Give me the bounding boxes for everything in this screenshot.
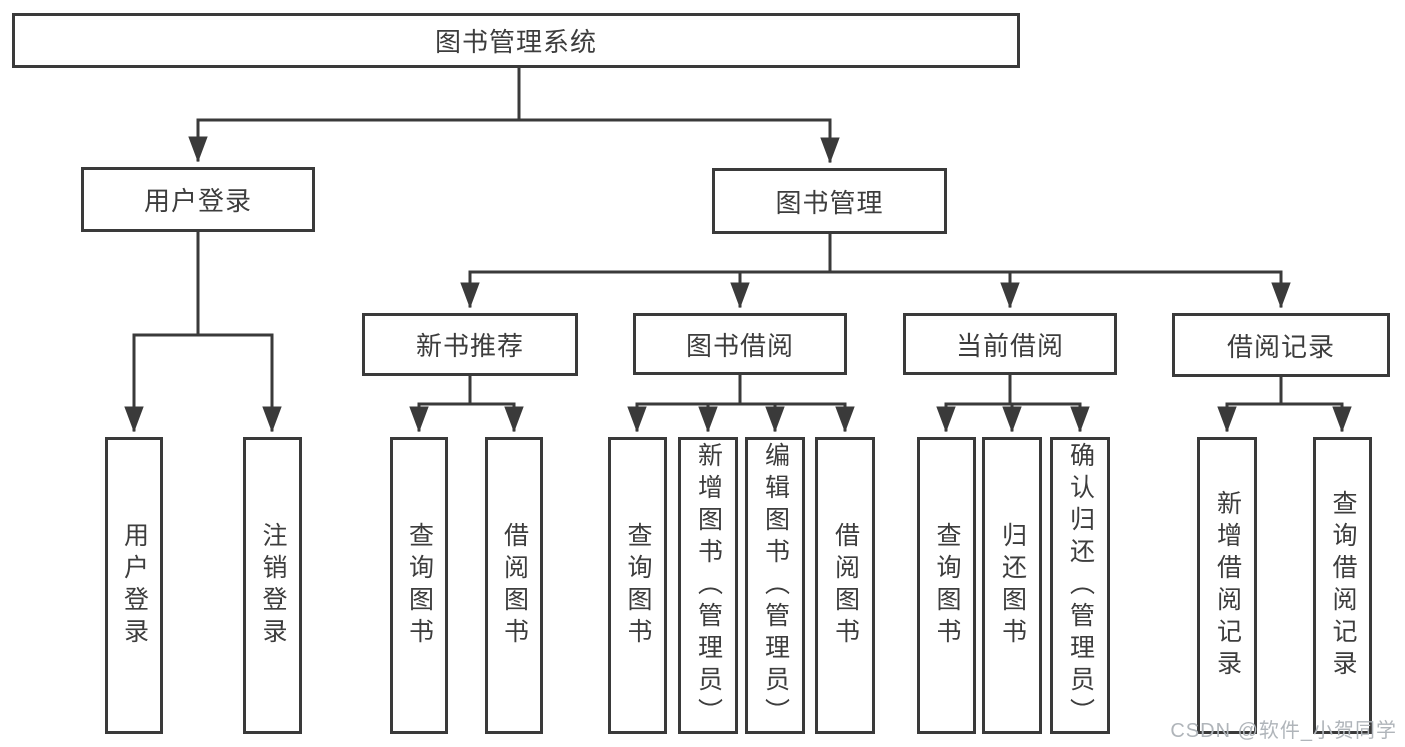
- node-root: 图书管理系统: [12, 13, 1020, 68]
- leaf-return-book: 归还图书: [982, 437, 1042, 734]
- leaf-query-books-borrow: 查询图书: [608, 437, 667, 734]
- node-book-borrow: 图书借阅: [633, 313, 847, 375]
- leaf-user-login: 用户登录: [105, 437, 163, 734]
- node-current-borrow: 当前借阅: [903, 313, 1117, 375]
- leaf-edit-book-admin: 编辑图书（管理员）: [745, 437, 805, 734]
- leaf-add-borrow-record: 新增借阅记录: [1197, 437, 1257, 734]
- node-borrow-records: 借阅记录: [1172, 313, 1390, 377]
- node-user-login: 用户登录: [81, 167, 315, 232]
- leaf-query-books-current: 查询图书: [917, 437, 976, 734]
- leaf-query-borrow-record: 查询借阅记录: [1313, 437, 1372, 734]
- leaf-logout: 注销登录: [243, 437, 302, 734]
- leaf-borrow-books-borrow: 借阅图书: [815, 437, 875, 734]
- leaf-query-books-recommend: 查询图书: [390, 437, 448, 734]
- watermark: CSDN @软件_小贺同学: [1170, 720, 1397, 742]
- leaf-confirm-return-admin: 确认归还（管理员）: [1050, 437, 1110, 734]
- node-book-management: 图书管理: [712, 168, 947, 234]
- node-new-book-recommend: 新书推荐: [362, 313, 578, 376]
- leaf-add-book-admin: 新增图书（管理员）: [678, 437, 738, 734]
- leaf-borrow-books-recommend: 借阅图书: [485, 437, 543, 734]
